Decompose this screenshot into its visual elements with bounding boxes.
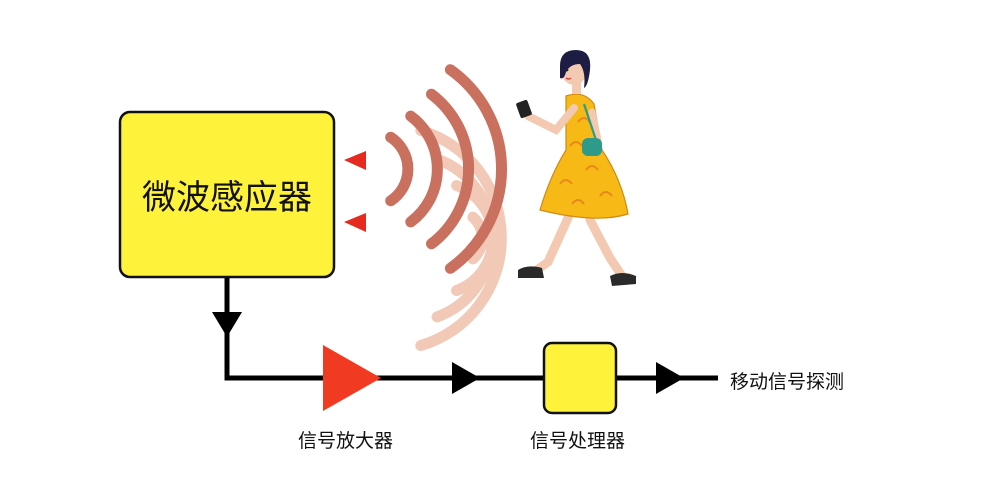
processor-label: 信号处理器 bbox=[530, 430, 626, 452]
output-label: 移动信号探测 bbox=[730, 371, 845, 393]
phone-icon bbox=[516, 99, 532, 119]
sensor-label: 微波感应器 bbox=[142, 178, 312, 218]
bag-icon bbox=[582, 138, 602, 156]
flow-arrow-icon-right-1 bbox=[452, 362, 480, 394]
emitter-arrow-icon-top bbox=[344, 151, 366, 170]
amplifier-triangle-icon bbox=[323, 345, 381, 411]
shoe-left-icon bbox=[518, 266, 544, 278]
hair-shape bbox=[560, 50, 591, 88]
amplifier-label: 信号放大器 bbox=[298, 430, 394, 452]
processor-box bbox=[542, 341, 618, 415]
sensor-box bbox=[118, 110, 336, 279]
outgoing-waves bbox=[385, 64, 508, 274]
dress-shape bbox=[539, 93, 629, 219]
walking-woman-illustration bbox=[516, 50, 636, 286]
emitter-arrow-icon-bottom bbox=[344, 213, 366, 232]
flow-arrow-icon-down bbox=[212, 312, 242, 337]
flow-arrow-icon-right-2 bbox=[656, 362, 684, 394]
shoe-right-icon bbox=[610, 273, 636, 286]
